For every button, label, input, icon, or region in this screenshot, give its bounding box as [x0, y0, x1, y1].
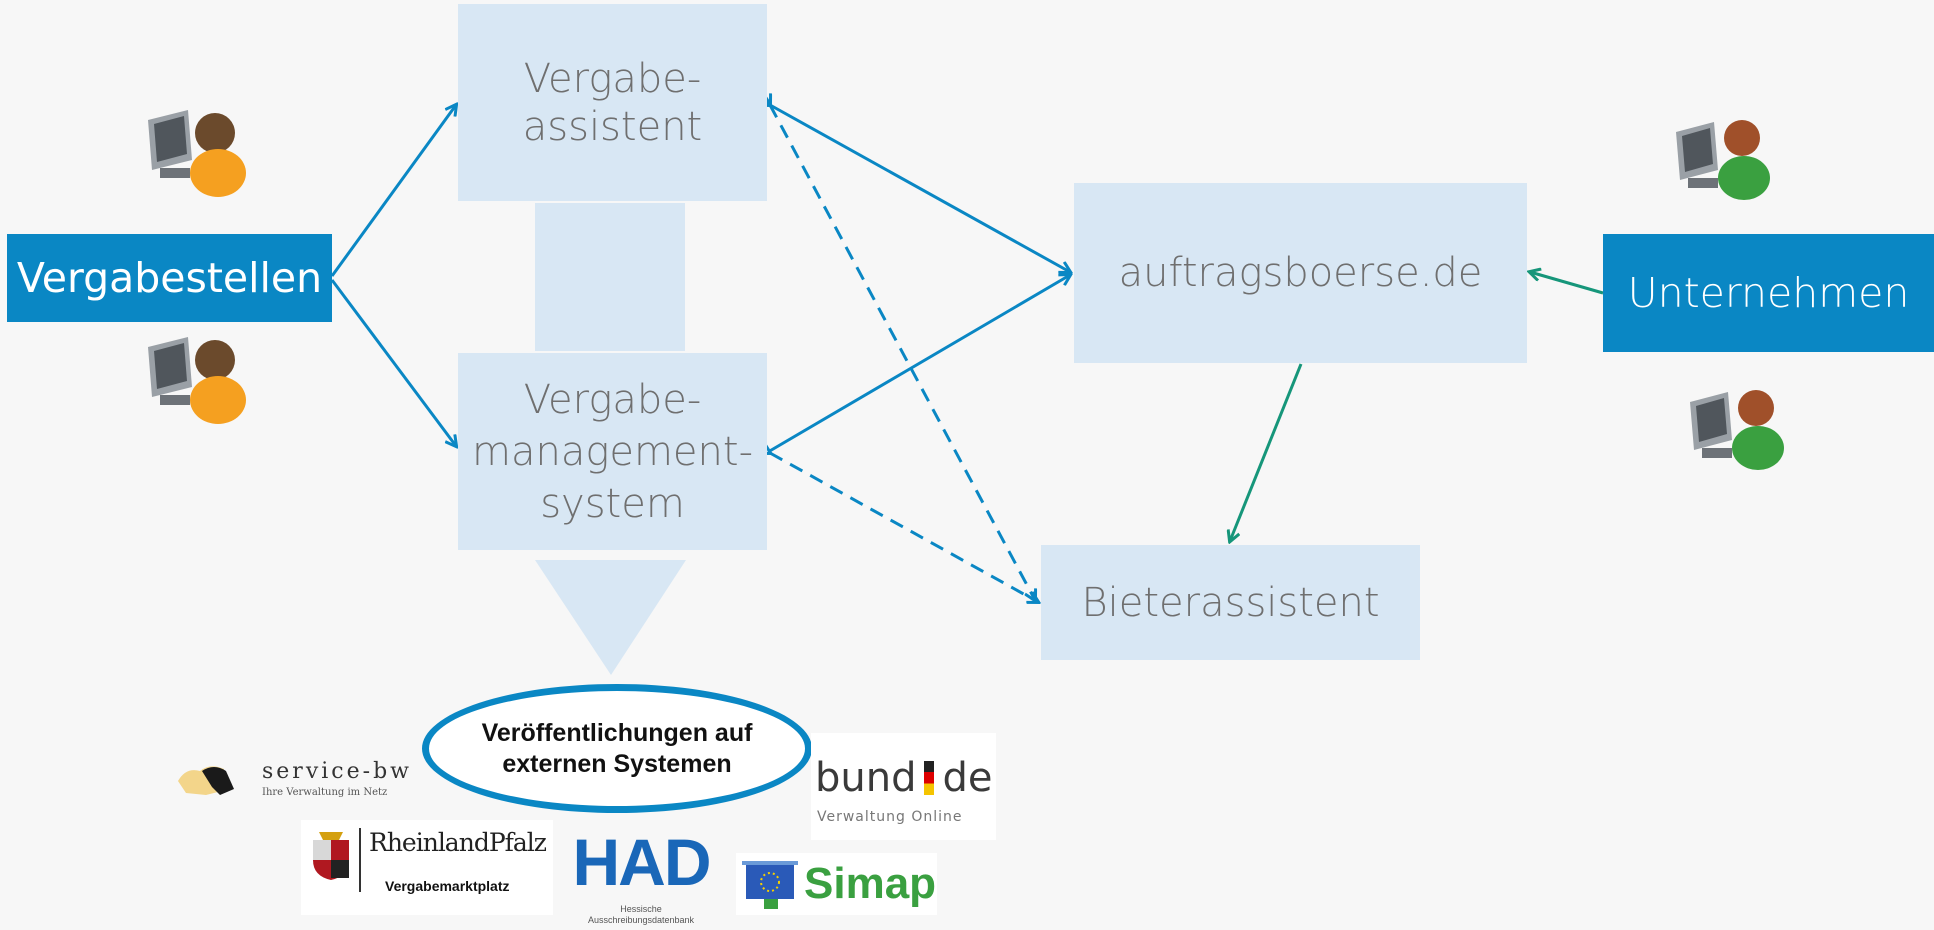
- bieterassistent-box: Bieterassistent: [1041, 545, 1420, 660]
- vergabestellen-box: Vergabestellen: [7, 234, 332, 322]
- publication-line1: Veröffentlichungen auf: [481, 718, 753, 747]
- coat-of-arms-icon: [313, 832, 349, 880]
- dashed-vms-bieterassistent: [770, 453, 1038, 602]
- rheinland-pfalz-tagline: Vergabemarktplatz: [385, 878, 510, 894]
- connector-block: [535, 203, 685, 351]
- vergabeassistent-line1: Vergabe-: [523, 55, 702, 102]
- simap-logo: Simap: [736, 853, 937, 915]
- user-at-computer-icon: [1676, 120, 1770, 200]
- rheinland-pfalz-name: RheinlandPfalz: [369, 828, 547, 857]
- bund-de-tagline: Verwaltung Online: [817, 809, 963, 825]
- publication-pointer: [535, 560, 686, 675]
- vergabeassistent-line2: assistent: [522, 103, 703, 150]
- publication-line2: externen Systemen: [502, 749, 732, 778]
- vergabestellen-label: Vergabestellen: [16, 254, 323, 302]
- bund-de-right: de: [942, 755, 993, 801]
- arrow-vms-auftragsboerse: [767, 275, 1070, 454]
- auftragsboerse-label: auftragsboerse.de: [1118, 250, 1483, 296]
- auftragsboerse-box: auftragsboerse.de: [1074, 183, 1527, 363]
- had-tagline-1: Hessische: [620, 904, 662, 914]
- unternehmen-box: Unternehmen: [1603, 234, 1934, 352]
- service-bw-logo: service-bw Ihre Verwaltung im Netz: [176, 755, 426, 805]
- unternehmen-label: Unternehmen: [1627, 269, 1910, 317]
- eu-flag-icon: [742, 861, 798, 909]
- vergabemanagementsystem-box: Vergabe- management- system: [458, 353, 767, 550]
- bieterassistent-label: Bieterassistent: [1081, 579, 1380, 626]
- had-name: HAD: [572, 825, 712, 899]
- service-bw-name: service-bw: [262, 759, 412, 784]
- user-at-computer-icon: [148, 110, 246, 197]
- arrow-to-assistent: [330, 105, 456, 277]
- vms-line1: Vergabe-: [523, 376, 702, 423]
- lion-icon: [178, 766, 234, 795]
- user-at-computer-icon: [148, 337, 246, 424]
- bund-de-left: bund: [815, 755, 917, 801]
- arrow-to-vms: [330, 279, 456, 446]
- arrow-unternehmen-auftragsboerse: [1530, 272, 1604, 295]
- simap-name: Simap: [804, 859, 937, 908]
- had-tagline-2: Ausschreibungsdatenbank: [587, 915, 695, 925]
- service-bw-tagline: Ihre Verwaltung im Netz: [262, 787, 388, 798]
- rheinland-pfalz-logo: RheinlandPfalz Vergabemarktplatz: [301, 820, 553, 915]
- had-logo: HAD Hessische Ausschreibungsdatenbank: [566, 825, 716, 930]
- vergabeassistent-box: Vergabe- assistent: [458, 4, 767, 201]
- vms-line3: system: [540, 480, 685, 527]
- publication-ellipse: Veröffentlichungen auf externen Systemen: [422, 684, 812, 813]
- vms-line2: management-: [472, 428, 753, 475]
- flag-icon: [924, 761, 935, 795]
- arrow-auftragsboerse-bieterassistent: [1230, 363, 1303, 541]
- user-at-computer-icon: [1690, 390, 1784, 470]
